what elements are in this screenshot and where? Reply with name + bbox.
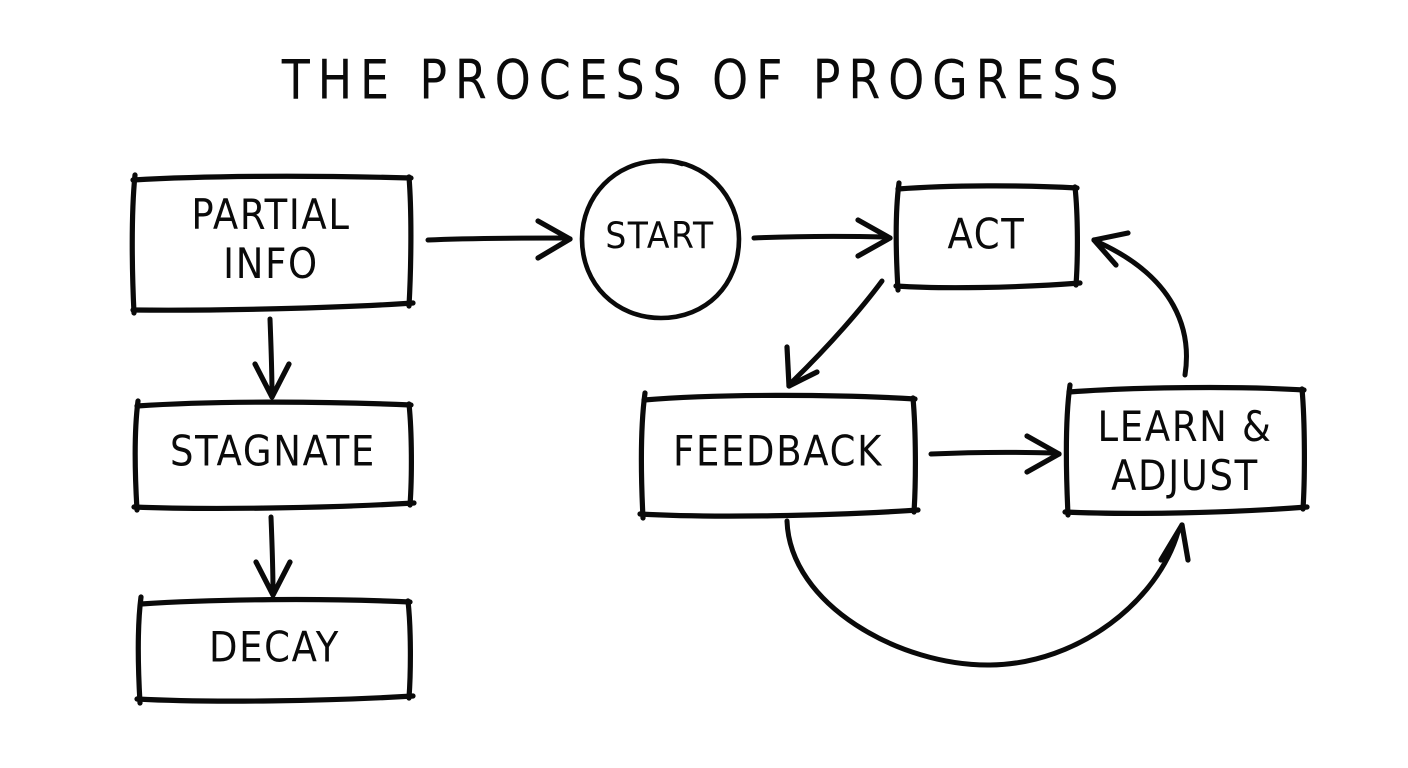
node-label-act: ACT — [947, 210, 1026, 259]
node-label-learn-adjust: LEARN & ADJUST — [1097, 402, 1273, 500]
edge-learn-adjust-to-act — [1091, 230, 1189, 378]
node-shape-learn-adjust[interactable] — [1062, 382, 1310, 518]
node-label-stagnate: STAGNATE — [170, 427, 376, 476]
edge-stagnate-to-decay — [253, 514, 293, 598]
node-shape-decay[interactable] — [134, 594, 416, 706]
edge-act-to-feedback — [784, 278, 885, 389]
node-shape-start[interactable] — [579, 158, 742, 321]
edge-feedback-to-learn-adjust — [928, 433, 1062, 475]
node-shape-partial-info[interactable] — [129, 172, 416, 316]
edge-start-to-act — [751, 217, 893, 259]
page-title: THE PROCESS OF PROGRESS — [281, 48, 1127, 112]
node-label-feedback: FEEDBACK — [673, 427, 883, 476]
edge-feedback-bottom-loop-to-learn-adjust — [784, 518, 1191, 668]
node-shape-stagnate[interactable] — [131, 398, 417, 513]
edge-partial-info-to-start — [425, 218, 573, 261]
node-shape-feedback[interactable] — [637, 390, 921, 521]
node-label-start: START — [605, 213, 715, 257]
node-label-decay: DECAY — [208, 623, 341, 672]
node-label-partial-info: PARTIAL INFO — [191, 190, 351, 288]
edge-partial-info-to-stagnate — [252, 316, 292, 400]
node-shape-act[interactable] — [893, 180, 1083, 293]
